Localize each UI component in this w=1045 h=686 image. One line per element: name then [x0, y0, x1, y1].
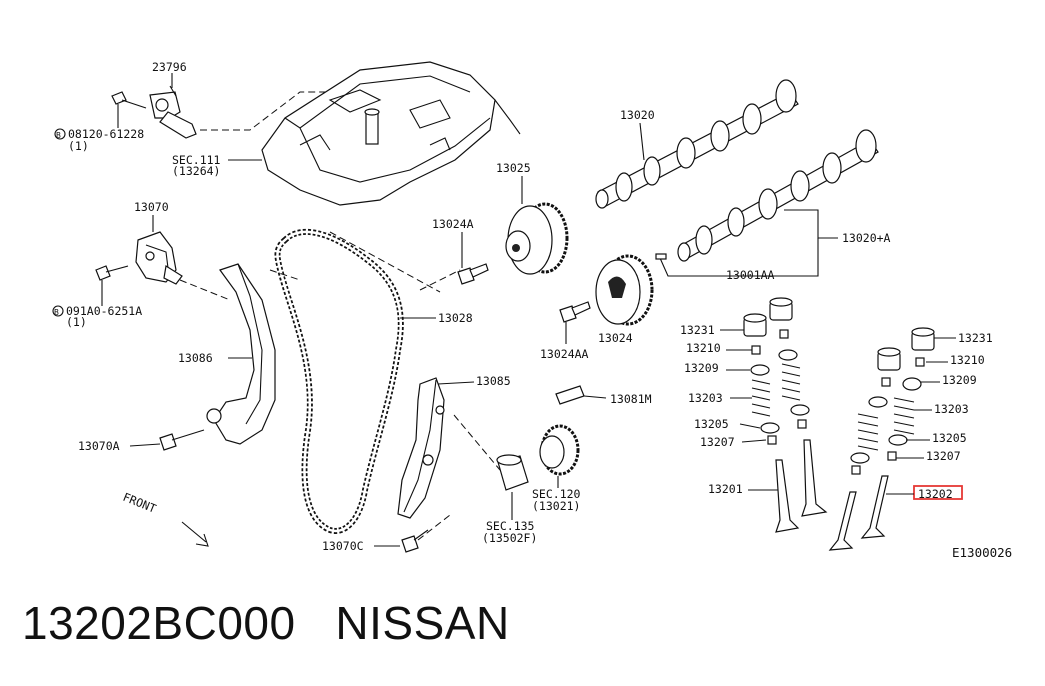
cylinder-head-cover[interactable]: [261, 61, 521, 206]
label-091a0-6251a: 091A0-6251A: [66, 304, 142, 318]
label-13024: 13024: [598, 331, 633, 345]
valve-seat-right[interactable]: [888, 434, 908, 446]
label-13070a: 13070A: [78, 439, 120, 453]
label-13001aa: 13001AA: [726, 268, 775, 282]
label-13231-left: 13231: [680, 323, 715, 337]
label-13020-a: 13020+A: [842, 231, 891, 245]
label-13028: 13028: [438, 311, 473, 325]
valve-spring-left[interactable]: [751, 379, 771, 417]
valve-seal-left[interactable]: [767, 435, 777, 445]
label-13203-left: 13203: [688, 391, 723, 405]
camshaft-position-sensor[interactable]: [149, 85, 197, 139]
svg-text:(1): (1): [68, 139, 89, 153]
slack-guide[interactable]: [206, 263, 276, 445]
valve-seat-left[interactable]: [760, 422, 780, 434]
part-caption: 13202BC000 NISSAN: [22, 596, 510, 650]
tensioner-bolt[interactable]: [95, 265, 129, 281]
label-13085: 13085: [476, 374, 511, 388]
label-13024a: 13024A: [432, 217, 474, 231]
label-13020: 13020: [620, 108, 655, 122]
part-number: 13202BC000: [22, 597, 296, 649]
label-13070c: 13070C: [322, 539, 364, 553]
crankshaft-sprocket[interactable]: [539, 424, 580, 476]
valve-collet-left[interactable]: [751, 345, 761, 355]
label-13070: 13070: [134, 200, 169, 214]
valve-spring-right[interactable]: [893, 397, 915, 435]
label-13205-right: 13205: [932, 431, 967, 445]
sprocket-bolt-13024a[interactable]: [457, 263, 489, 285]
label-13207-left: 13207: [700, 435, 735, 449]
guide-bolt-13070a[interactable]: [159, 429, 205, 451]
camshaft-dowel[interactable]: [655, 253, 667, 260]
label-08120-61228: 08120-61228: [68, 127, 144, 141]
valve-set-right: [828, 327, 935, 551]
label-13209-left: 13209: [684, 361, 719, 375]
intake-camshaft[interactable]: [677, 129, 879, 262]
spring-retainer-left[interactable]: [750, 364, 770, 376]
front-arrow-icon: [181, 521, 209, 547]
valve-right-2[interactable]: [828, 491, 857, 551]
svg-text:(13264): (13264): [172, 164, 220, 178]
highlight-box-13202: [913, 485, 963, 500]
label-13210-right: 13210: [950, 353, 985, 367]
label-13025: 13025: [496, 161, 531, 175]
label-13207-right: 13207: [926, 449, 961, 463]
valve-right-13202[interactable]: [860, 475, 889, 539]
label-sec-135: SEC.135: [486, 519, 534, 533]
label-13205-left: 13205: [694, 417, 729, 431]
label-13203-right: 13203: [934, 402, 969, 416]
label-13231-right: 13231: [958, 331, 993, 345]
label-13209-right: 13209: [942, 373, 977, 387]
chain-tensioner[interactable]: [135, 231, 183, 285]
brand-name: NISSAN: [335, 597, 510, 649]
label-sec-120: SEC.120: [532, 487, 581, 501]
valve-left-1[interactable]: [775, 459, 800, 533]
figure-code: E1300026: [952, 545, 1012, 560]
svg-text:B: B: [54, 308, 59, 317]
valve-left-2[interactable]: [801, 439, 828, 517]
svg-text:B: B: [56, 131, 61, 140]
exhaust-cam-sprocket[interactable]: [505, 202, 569, 275]
label-13210-left: 13210: [686, 341, 721, 355]
label-23796: 23796: [152, 60, 187, 74]
label-13086: 13086: [178, 351, 213, 365]
spring-retainer-right[interactable]: [902, 377, 922, 391]
dowel-pin-13081m[interactable]: [555, 385, 585, 405]
valve-set-left: [743, 297, 828, 533]
sensor-bolt[interactable]: [111, 91, 147, 109]
label-13201: 13201: [708, 482, 743, 496]
crank-spacer[interactable]: [496, 454, 529, 491]
sprocket-bolt-13024aa[interactable]: [559, 301, 591, 323]
front-arrow: FRONT: [121, 490, 158, 516]
valve-collet-right[interactable]: [915, 357, 925, 367]
label-front: FRONT: [121, 490, 158, 516]
label-13024aa: 13024AA: [540, 347, 589, 361]
tension-guide[interactable]: [397, 377, 445, 519]
valve-seal-right[interactable]: [887, 451, 897, 461]
guide-bolt-13070c[interactable]: [401, 529, 429, 553]
svg-text:(13502F): (13502F): [482, 531, 537, 545]
svg-text:(1): (1): [66, 315, 87, 329]
label-13081m: 13081M: [610, 392, 652, 406]
svg-text:(13021): (13021): [532, 499, 580, 513]
label-13202[interactable]: 13202: [918, 487, 953, 501]
exhaust-camshaft[interactable]: [595, 79, 799, 209]
intake-cam-sprocket[interactable]: [595, 254, 654, 326]
label-sec-111: SEC.111: [172, 153, 221, 167]
timing-chain[interactable]: [274, 228, 404, 534]
